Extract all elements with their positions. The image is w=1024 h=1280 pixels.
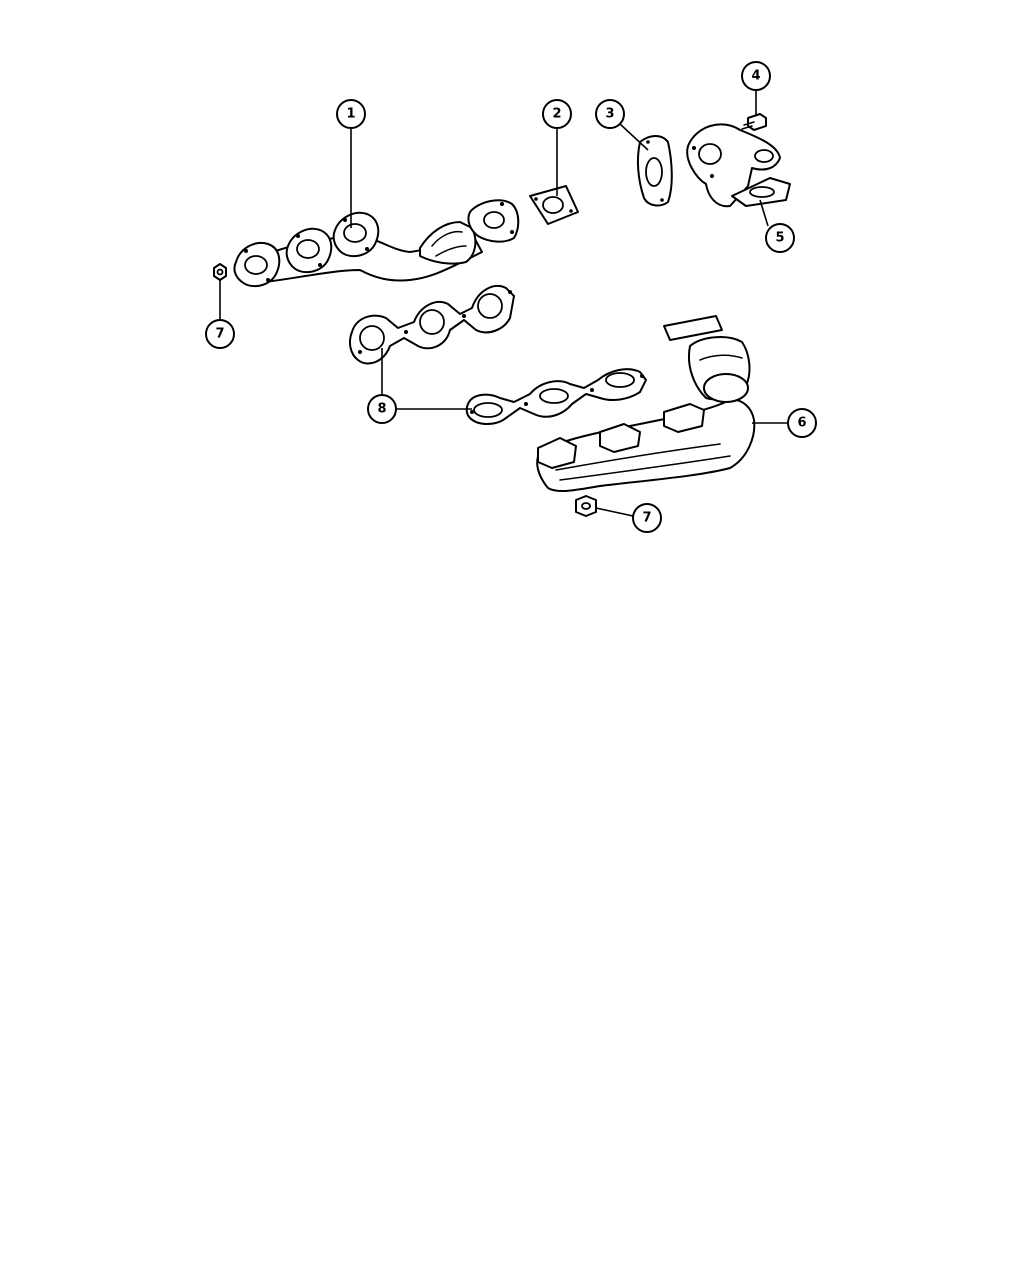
- part-6-right-exhaust-manifold: [536, 315, 756, 493]
- leader-lines: [219, 90, 788, 517]
- callout-5: 5: [765, 223, 795, 253]
- callout-7-right: 7: [632, 503, 662, 533]
- callout-8: 8: [367, 394, 397, 424]
- part-7-nut-left: [213, 263, 227, 281]
- part-4-bolt: [741, 113, 767, 131]
- callout-7-left-label: 7: [215, 327, 224, 342]
- callout-3: 3: [595, 99, 625, 129]
- part-3-outlet-gasket: [636, 135, 673, 207]
- part-1-left-exhaust-manifold: [233, 199, 520, 288]
- part-5-outlet-elbow: [686, 123, 791, 208]
- callout-7-right-label: 7: [642, 511, 651, 526]
- leader-7b: [595, 507, 634, 517]
- callout-1: 1: [336, 99, 366, 129]
- callout-4: 4: [741, 61, 771, 91]
- leader-3: [619, 123, 649, 151]
- callout-6: 6: [787, 408, 817, 438]
- callout-3-label: 3: [605, 107, 614, 122]
- callout-7-left: 7: [205, 319, 235, 349]
- part-2-converter-gasket: [529, 185, 579, 225]
- leader-5: [759, 199, 769, 227]
- callout-2-label: 2: [552, 107, 561, 122]
- part-7-nut-right: [575, 495, 597, 517]
- callout-6-label: 6: [797, 416, 806, 431]
- part-8-lower-manifold-gasket: [465, 368, 647, 425]
- callout-2: 2: [542, 99, 572, 129]
- callout-8-label: 8: [377, 402, 386, 417]
- callout-1-label: 1: [346, 107, 355, 122]
- callout-4-label: 4: [751, 69, 760, 84]
- callout-5-label: 5: [775, 231, 784, 246]
- part-8-upper-manifold-gasket: [349, 285, 515, 365]
